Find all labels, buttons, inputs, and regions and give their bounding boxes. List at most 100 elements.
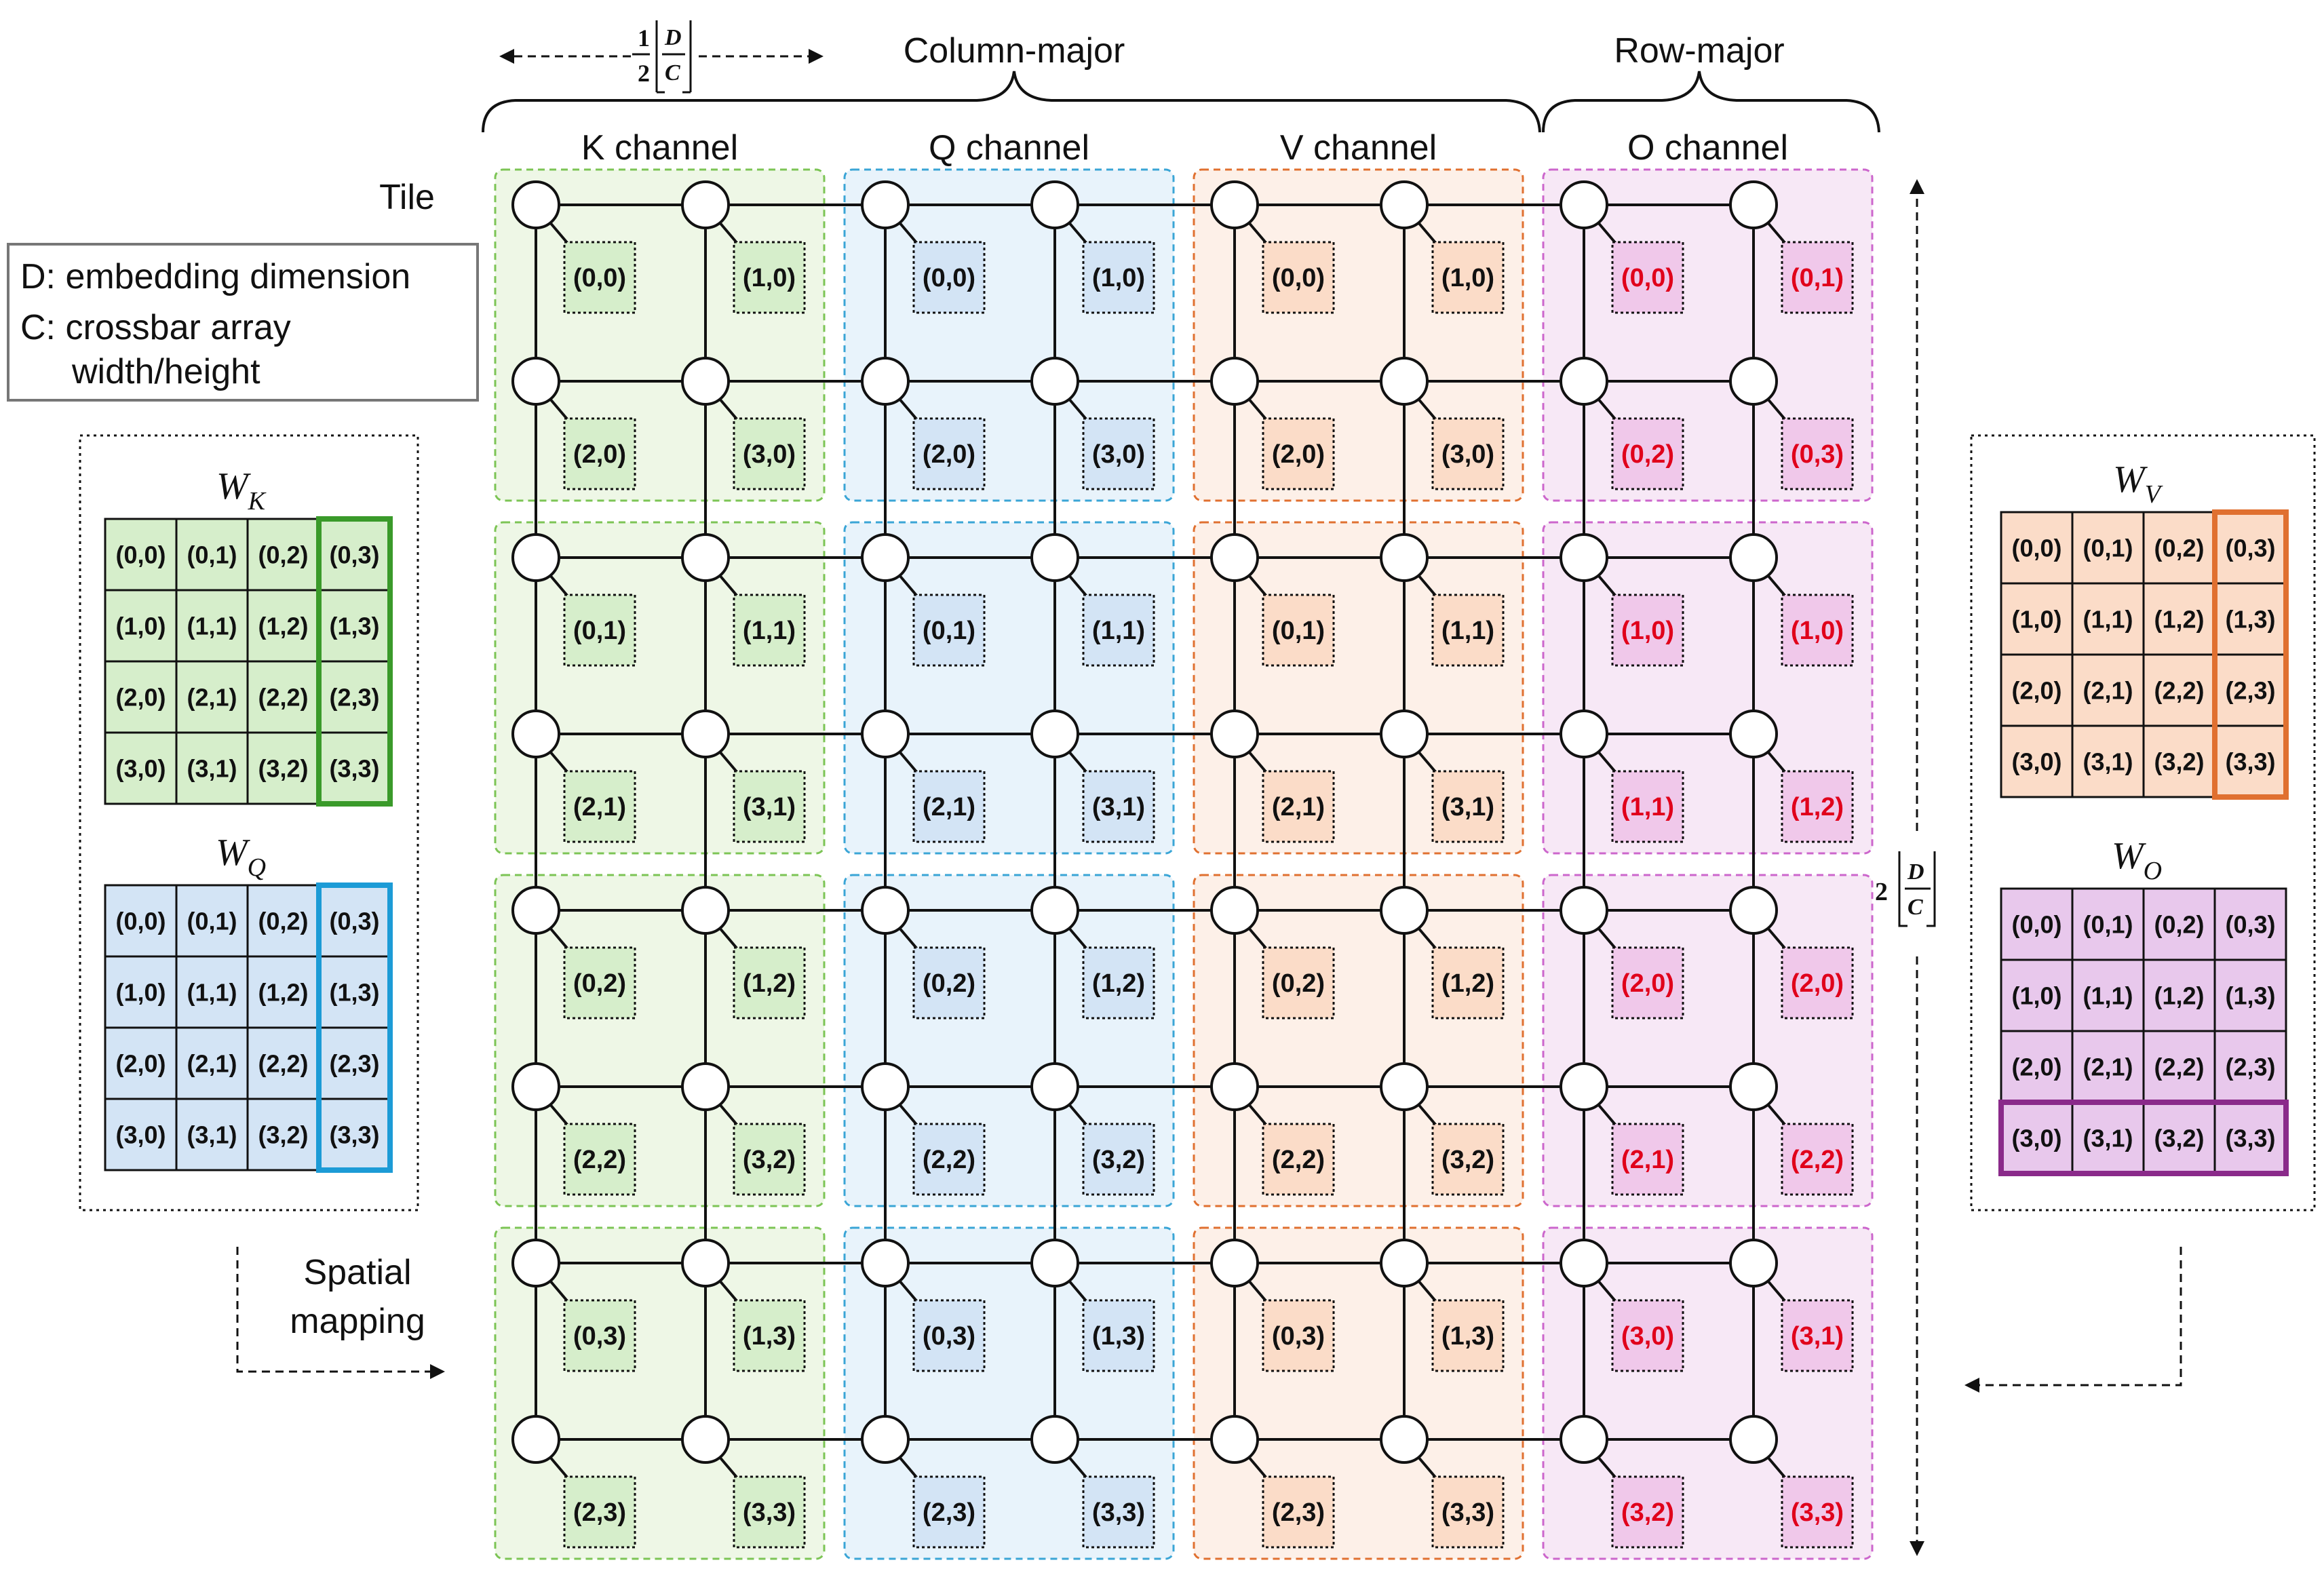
cell-connector	[897, 1455, 919, 1480]
matrix-cell	[317, 589, 391, 663]
matrix-cell	[2142, 1101, 2216, 1175]
matrix-cell-label: (3,1)	[2083, 748, 2133, 776]
tile-node	[681, 533, 730, 582]
cell-connector	[1067, 1455, 1089, 1480]
crossbar-cell-label: (1,3)	[743, 1322, 796, 1351]
cell-connector	[548, 1102, 570, 1127]
crossbar-cell-label: (3,2)	[743, 1146, 796, 1174]
crossbar-cell-label: (1,0)	[743, 264, 796, 292]
tile-node	[511, 1239, 560, 1287]
cell-connector	[1766, 397, 1787, 422]
cell-connector	[548, 750, 570, 775]
highlight-row	[1998, 1100, 2289, 1176]
matrix-cell	[2142, 724, 2216, 798]
cell-connector	[718, 1102, 739, 1127]
crossbar-cell-label: (2,3)	[573, 1498, 626, 1527]
tile-node	[861, 1239, 910, 1287]
matrix-cell	[175, 1098, 249, 1171]
right-matrix-panel	[1970, 434, 2316, 1211]
cell-connector	[548, 1279, 570, 1304]
matrix-title: WQ	[216, 832, 266, 882]
crossbar-cell	[563, 1123, 636, 1196]
matrix-cell-label: (0,2)	[258, 541, 308, 569]
crossbar-cell-label: (2,2)	[1791, 1146, 1844, 1174]
crossbar-cell	[1781, 1475, 1854, 1549]
cell-connector	[1067, 397, 1089, 422]
tile-node	[1729, 357, 1778, 406]
crossbar-cell	[1781, 241, 1854, 314]
matrix-cell-label: (2,0)	[2011, 677, 2061, 705]
matrix-cell	[317, 660, 391, 734]
cell-connector	[1766, 573, 1787, 598]
weight-matrices: WK(0,0)(0,1)(0,2)(0,3)(1,0)(1,1)(1,2)(1,…	[104, 459, 2289, 1176]
matrix-cell	[2000, 958, 2074, 1032]
cell-connector	[897, 573, 919, 598]
matrix-cell-label: (3,3)	[329, 755, 379, 783]
matrix-cell-label: (0,2)	[2154, 535, 2204, 562]
crossbar-cell	[1611, 417, 1684, 490]
tile-node	[1560, 533, 1608, 582]
crossbar-cell-label: (1,3)	[1092, 1322, 1145, 1351]
matrix-cell	[246, 955, 320, 1029]
matrix-cell-label: (3,0)	[2011, 1125, 2061, 1152]
column-major-label: Column-major	[904, 31, 1125, 71]
channel-label: K channel	[581, 128, 738, 168]
matrix-cell-label: (1,1)	[2083, 982, 2133, 1010]
fraction-numerator: 1	[638, 24, 650, 52]
matrix-cell-label: (0,0)	[115, 908, 166, 935]
tile-node	[1030, 180, 1079, 229]
crossbar-cell	[1082, 594, 1155, 667]
crossbar-wires	[535, 203, 1787, 1480]
crossbar-cell	[1431, 241, 1505, 314]
cell-connector	[718, 397, 739, 422]
tile-node	[1380, 886, 1429, 935]
cell-connector	[1247, 220, 1268, 246]
matrix-cell-label: (2,0)	[115, 1050, 166, 1078]
crossbar-cell-label: (0,3)	[923, 1322, 975, 1351]
crossbar-cell-label: (3,3)	[743, 1498, 796, 1527]
tile-node	[681, 357, 730, 406]
matrix-cell-label: (3,2)	[258, 1121, 308, 1149]
svg-text:2: 2	[638, 60, 650, 87]
crossbar-cell	[563, 1475, 636, 1549]
tile-node	[1030, 886, 1079, 935]
matrix-cell-label: (3,1)	[2083, 1125, 2133, 1152]
crossbar-cell-label: (2,1)	[923, 793, 975, 821]
legend-box: D: embedding dimension C: crossbar array…	[7, 243, 479, 402]
crossbar-cell	[1431, 594, 1505, 667]
crossbar-cell	[1082, 1123, 1155, 1196]
matrix-cell	[246, 884, 320, 958]
cell-connector	[1067, 573, 1089, 598]
legend-line-2: C: crossbar array	[20, 308, 291, 347]
tile-node	[511, 180, 560, 229]
row-major-label: Row-major	[1614, 31, 1784, 71]
tile-node	[1729, 1062, 1778, 1111]
crossbar-cell	[912, 946, 986, 1020]
tile-node	[1380, 180, 1429, 229]
crossbar-cell-label: (3,2)	[1092, 1146, 1145, 1174]
cell-connector	[897, 926, 919, 951]
crossbar-cell	[1431, 770, 1505, 843]
matrix-cell-label: (2,1)	[2083, 1053, 2133, 1081]
crossbar-cell	[1781, 770, 1854, 843]
matrix-cell-label: (2,3)	[329, 1050, 379, 1078]
crossbar-cell-label: (1,0)	[1791, 617, 1844, 645]
highlight-column	[316, 883, 393, 1173]
crossbar-cell	[733, 946, 806, 1020]
matrix-cell	[104, 1026, 178, 1100]
crossbar-cell	[1611, 946, 1684, 1020]
width-annotation: 1 2 D C	[499, 20, 824, 94]
cell-connector	[718, 220, 739, 246]
tile-node	[1729, 180, 1778, 229]
crossbar-cell	[912, 770, 986, 843]
crossbar-cell	[1082, 770, 1155, 843]
crossbar-cell-label: (0,1)	[573, 617, 626, 645]
tile-node	[1729, 886, 1778, 935]
tile-node	[511, 1415, 560, 1464]
cell-connector	[718, 573, 739, 598]
matrix-cell-label: (2,1)	[187, 1050, 237, 1078]
spatial-mapping-arrow-right	[1964, 1247, 2182, 1393]
crossbar-cell-label: (1,1)	[743, 617, 796, 645]
tile-node	[1210, 357, 1259, 406]
matrix-cell	[2071, 653, 2145, 727]
